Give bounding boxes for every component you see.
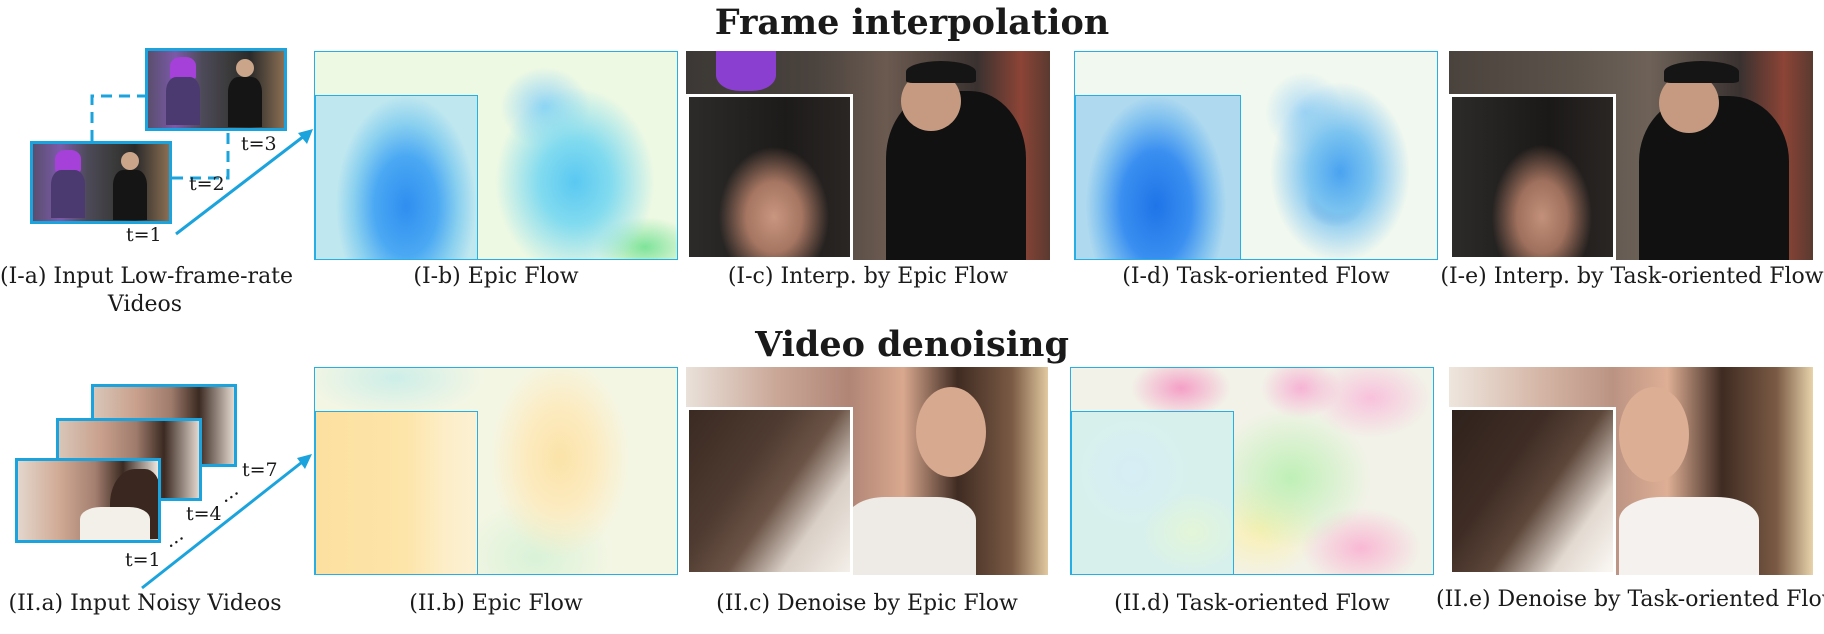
caption-I-b: (I-b) Epic Flow	[413, 264, 579, 289]
video-denoising-title: Video denoising	[755, 324, 1069, 365]
epic-flow-panel-1	[314, 51, 678, 260]
time-label-t4-denoise: t=4	[186, 503, 222, 525]
time-label-t1: t=1	[126, 224, 162, 246]
task-oriented-flow-panel-1	[1074, 51, 1438, 260]
epic-flow-inset-1	[315, 95, 478, 259]
time-label-t3: t=3	[241, 133, 277, 155]
arrow-head	[298, 129, 313, 144]
task-oriented-flow-inset-2	[1071, 411, 1234, 574]
task-oriented-flow-panel-2	[1070, 367, 1434, 575]
caption-II-d: (II.d) Task-oriented Flow	[1114, 591, 1390, 616]
interp-task-oriented-flow-image	[1449, 51, 1813, 260]
arrow-line	[175, 131, 309, 236]
arrow-line-2	[141, 457, 307, 590]
noisy-frame-t1	[15, 458, 161, 543]
task-oriented-flow-inset-1	[1075, 95, 1241, 259]
denoise-epic-flow-image	[686, 367, 1048, 575]
epic-flow-inset-2	[315, 411, 478, 574]
caption-II-e: (II.e) Denoise by Task-oriented Flow	[1436, 587, 1824, 612]
denoise-task-oriented-flow-inset	[1449, 407, 1616, 575]
caption-I-a-line1: (I-a) Input Low-frame-rate	[0, 264, 294, 289]
dashed-connector-right	[172, 131, 230, 180]
caption-II-b: (II.b) Epic Flow	[409, 591, 583, 616]
time-label-t1-denoise: t=1	[125, 549, 161, 571]
interp-task-oriented-flow-inset	[1449, 94, 1616, 260]
frame-interpolation-title: Frame interpolation	[714, 2, 1110, 43]
caption-II-c: (II.c) Denoise by Epic Flow	[716, 591, 1018, 616]
caption-I-d: (I-d) Task-oriented Flow	[1122, 264, 1390, 289]
input-frame-t3	[145, 48, 287, 131]
caption-II-a: (II.a) Input Noisy Videos	[8, 591, 282, 616]
interp-epic-flow-inset	[686, 94, 853, 260]
arrow-head-2	[297, 454, 312, 469]
caption-I-c: (I-c) Interp. by Epic Flow	[727, 264, 1009, 289]
dashed-connector-left	[90, 94, 145, 141]
time-label-t7-denoise: t=7	[242, 459, 278, 481]
input-frame-t1	[30, 141, 172, 224]
denoise-epic-flow-inset	[686, 407, 853, 575]
interp-epic-flow-image	[686, 51, 1050, 260]
denoise-task-oriented-flow-image	[1449, 367, 1813, 575]
time-label-t2: t=2	[189, 173, 225, 195]
caption-I-e: (I-e) Interp. by Task-oriented Flow	[1440, 264, 1824, 289]
epic-flow-panel-2	[314, 367, 678, 575]
caption-I-a-line2: Videos	[107, 292, 183, 317]
